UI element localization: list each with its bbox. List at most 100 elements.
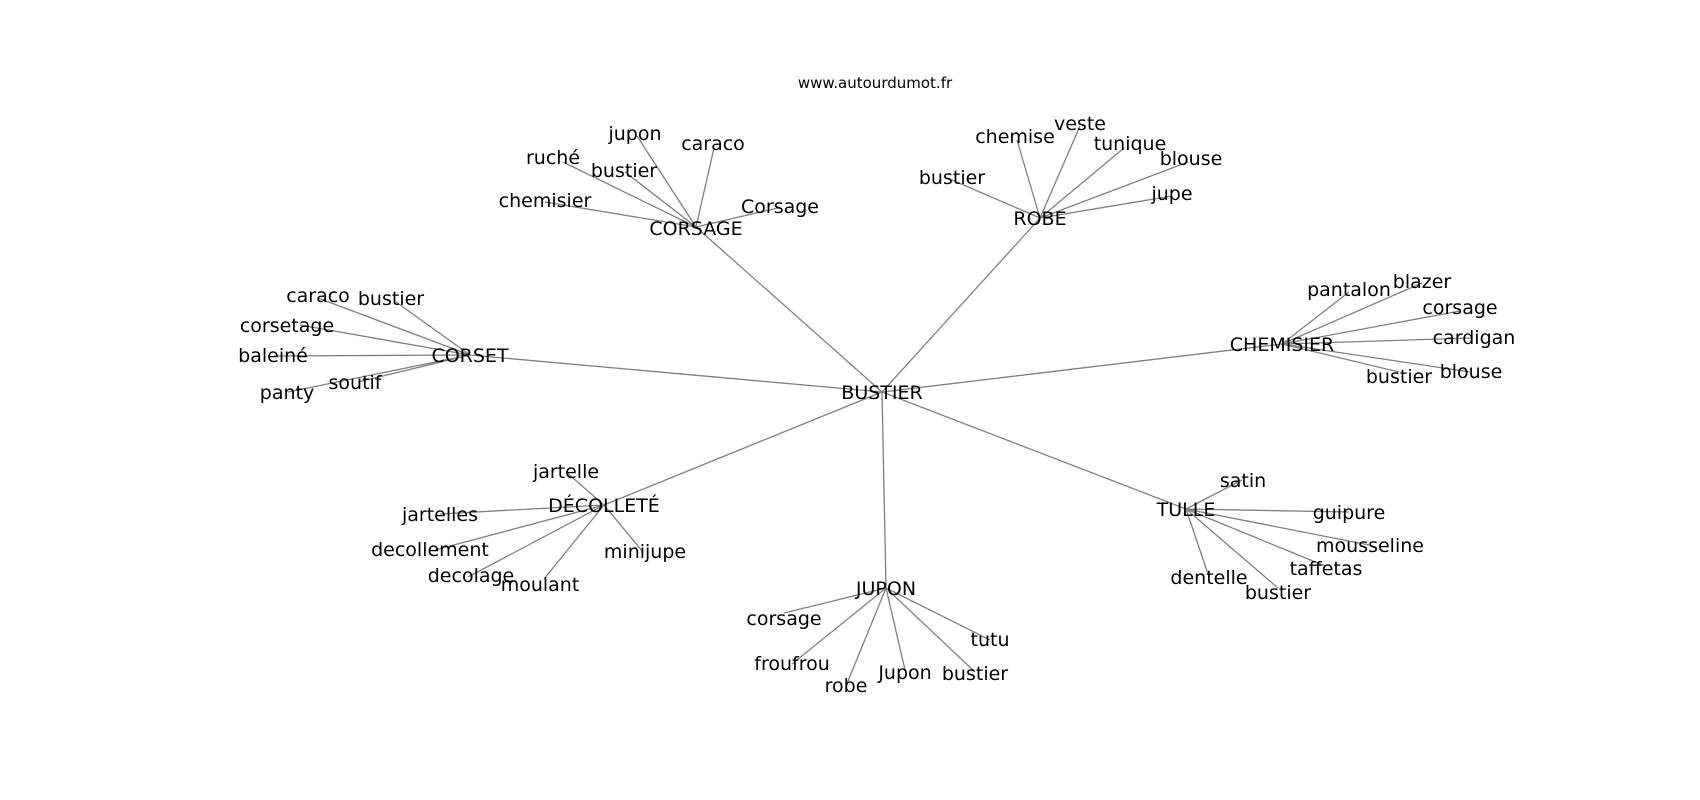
leaf-label-robe-tunique: tunique	[1094, 133, 1167, 155]
leaf-label-chemisier-bustier: bustier	[1366, 366, 1432, 388]
edge-corset-to-bustier	[395, 301, 471, 356]
leaf-label-jupon-jupon: Jupon	[877, 662, 931, 684]
edge-decollete-to-decollement	[434, 504, 605, 551]
edge-robe-to-blouse	[1039, 161, 1189, 219]
edge-center-to-corsage	[695, 226, 883, 393]
hub-label-tulle: TULLE	[1156, 499, 1216, 521]
leaf-label-jupon-tutu: tutu	[971, 629, 1010, 651]
leaf-label-corsage-bustier: bustier	[591, 160, 657, 182]
leaf-label-corsage-caraco: caraco	[681, 133, 745, 155]
edge-center-to-robe	[881, 217, 1041, 393]
leaf-label-robe-blouse: blouse	[1160, 148, 1223, 170]
edge-decollete-to-decolage	[467, 504, 605, 578]
leaf-label-chemisier-blazer: blazer	[1393, 271, 1452, 293]
edge-corsage-to-corsage	[695, 207, 779, 228]
leaf-label-corsage-chemisier: chemisier	[499, 190, 592, 212]
edge-tulle-to-mousseline	[1185, 508, 1370, 546]
edge-jupon-to-tutu	[885, 587, 991, 641]
leaf-label-chemisier-blouse: blouse	[1440, 361, 1503, 383]
leaf-label-chemisier-cardigan: cardigan	[1433, 327, 1516, 349]
leaf-label-corset-panty: panty	[260, 382, 314, 404]
leaf-label-robe-jupe: jupe	[1150, 183, 1192, 205]
edge-center-to-corset	[469, 354, 883, 393]
edge-jupon-to-bustier	[885, 587, 976, 673]
edge-corsage-to-jupon	[636, 135, 697, 228]
edges-layer	[273, 125, 1474, 687]
edge-corsage-to-chemisier	[544, 201, 697, 228]
leaf-label-corset-caraco: caraco	[286, 285, 350, 307]
edge-corset-to-soutif	[357, 354, 471, 383]
edge-center-to-decollete	[603, 391, 883, 506]
hub-label-corset: CORSET	[431, 345, 508, 367]
edge-center-to-chemisier	[881, 343, 1283, 393]
leaf-label-tulle-bustier: bustier	[1245, 582, 1311, 604]
leaf-label-robe-bustier: bustier	[919, 167, 985, 189]
hub-label-jupon: JUPON	[855, 578, 916, 600]
edge-center-to-tulle	[881, 391, 1187, 510]
leaf-label-tulle-dentelle: dentelle	[1170, 567, 1247, 589]
edge-jupon-to-jupon	[885, 587, 906, 671]
leaf-label-decollete-minijupe: minijupe	[604, 541, 686, 563]
hub-label-corsage: CORSAGE	[649, 218, 742, 240]
edge-jupon-to-robe	[845, 587, 887, 687]
leaf-label-decollete-moulant: moulant	[501, 574, 580, 596]
edge-center-to-jupon	[881, 391, 887, 589]
leaf-label-corsage-corsage: Corsage	[741, 196, 819, 218]
leaf-label-jupon-corsage: corsage	[746, 608, 821, 630]
edge-decollete-to-jartelles	[439, 504, 605, 515]
edge-tulle-to-satin	[1185, 479, 1243, 510]
hub-label-chemisier: CHEMISIER	[1230, 334, 1334, 356]
leaf-label-decollete-jartelles: jartelles	[401, 504, 478, 526]
edge-decollete-to-moulant	[543, 504, 605, 580]
leaf-label-jupon-robe: robe	[825, 675, 868, 697]
leaf-label-robe-chemise: chemise	[975, 126, 1055, 148]
edge-corsage-to-bustier	[624, 171, 697, 228]
hub-label-robe: ROBE	[1013, 208, 1066, 230]
hub-label-decollete: DÉCOLLETÉ	[548, 494, 660, 517]
edge-robe-to-jupe	[1039, 195, 1173, 219]
leaf-label-corset-bustier: bustier	[358, 288, 424, 310]
leaf-label-corset-corsetage: corsetage	[240, 315, 334, 337]
leaf-label-corset-soutif: soutif	[329, 372, 383, 394]
edge-corset-to-panty	[287, 354, 471, 393]
edge-chemisier-to-blouse	[1281, 343, 1471, 373]
edge-chemisier-to-corsage	[1281, 310, 1461, 345]
leaf-label-robe-veste: veste	[1054, 113, 1106, 135]
edge-corset-to-corsetage	[299, 324, 471, 356]
leaf-label-decollete-decolage: decolage	[428, 565, 515, 587]
leaf-label-tulle-taffetas: taffetas	[1290, 558, 1363, 580]
leaf-label-decollete-decollement: decollement	[371, 539, 489, 561]
edge-robe-to-chemise	[1016, 139, 1041, 219]
edge-robe-to-veste	[1039, 125, 1081, 219]
edge-jupon-to-froufrou	[791, 587, 887, 665]
edge-corsage-to-ruche	[562, 161, 697, 228]
edge-tulle-to-bustier	[1185, 508, 1279, 589]
leaf-label-tulle-guipure: guipure	[1313, 502, 1386, 524]
leaf-label-chemisier-corsage: corsage	[1422, 297, 1497, 319]
leaf-label-decollete-jartelle: jartelle	[532, 461, 599, 483]
edge-chemisier-to-pantalon	[1281, 291, 1350, 345]
edge-tulle-to-taffetas	[1185, 508, 1326, 567]
leaf-label-tulle-satin: satin	[1220, 470, 1266, 492]
source-url: www.autourdumot.fr	[798, 74, 953, 92]
leaf-label-tulle-mousseline: mousseline	[1316, 535, 1424, 557]
leaf-label-corsage-ruche: ruché	[526, 147, 580, 169]
edge-corset-to-baleine	[273, 354, 471, 357]
edge-decollete-to-minijupe	[603, 504, 644, 553]
leaf-label-corset-baleine: baleiné	[238, 345, 308, 367]
edge-robe-to-bustier	[951, 179, 1041, 219]
edge-chemisier-to-bustier	[1281, 343, 1400, 373]
edge-robe-to-tunique	[1039, 147, 1125, 219]
leaf-label-jupon-froufrou: froufrou	[754, 653, 830, 675]
edge-jupon-to-corsage	[783, 587, 887, 614]
edge-tulle-to-guipure	[1185, 508, 1350, 513]
edge-chemisier-to-cardigan	[1281, 337, 1474, 345]
edge-chemisier-to-blazer	[1281, 282, 1423, 345]
edge-decollete-to-jartelle	[565, 471, 605, 506]
leaf-label-corsage-jupon: jupon	[607, 123, 661, 145]
edge-corsage-to-caraco	[695, 147, 715, 228]
center-node-label: BUSTIER	[841, 382, 922, 404]
edge-corset-to-caraco	[317, 297, 471, 356]
